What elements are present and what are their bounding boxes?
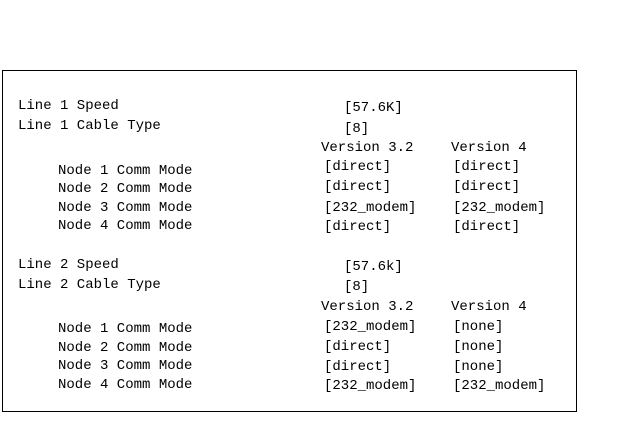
line1-node4-v32-value[interactable]: [direct]	[324, 219, 392, 235]
line2-node2-label: Node 2 Comm Mode	[58, 340, 193, 356]
line1-speed-value[interactable]: [57.6K]	[344, 100, 403, 116]
line2-node4-v4-value[interactable]: [232_modem]	[453, 378, 546, 394]
line2-node1-label: Node 1 Comm Mode	[58, 321, 193, 337]
line2-node3-v32-value[interactable]: [direct]	[324, 359, 392, 375]
line2-node3-v4-value[interactable]: [none]	[453, 359, 504, 375]
line1-node4-label: Node 4 Comm Mode	[58, 218, 193, 234]
line1-node1-label: Node 1 Comm Mode	[58, 163, 193, 179]
line1-version-b-header: Version 4	[451, 140, 527, 156]
line2-speed-label: Line 2 Speed	[18, 257, 119, 273]
line1-cable-label: Line 1 Cable Type	[18, 118, 161, 134]
line1-node3-v4-value[interactable]: [232_modem]	[453, 200, 546, 216]
line1-node2-v32-value[interactable]: [direct]	[324, 179, 392, 195]
line2-version-a-header: Version 3.2	[321, 299, 414, 315]
line2-version-b-header: Version 4	[451, 299, 527, 315]
line1-node4-v4-value[interactable]: [direct]	[453, 219, 521, 235]
line2-node3-label: Node 3 Comm Mode	[58, 358, 193, 374]
line1-node1-v4-value[interactable]: [direct]	[453, 159, 521, 175]
line2-node4-label: Node 4 Comm Mode	[58, 377, 193, 393]
line2-speed-value[interactable]: [57.6k]	[344, 259, 403, 275]
line2-node2-v4-value[interactable]: [none]	[453, 339, 504, 355]
line2-node4-v32-value[interactable]: [232_modem]	[324, 378, 417, 394]
line1-cable-value[interactable]: [8]	[344, 121, 370, 137]
line1-speed-label: Line 1 Speed	[18, 98, 119, 114]
line2-cable-value[interactable]: [8]	[344, 279, 370, 295]
line2-node1-v4-value[interactable]: [none]	[453, 319, 504, 335]
comm-config-panel: Line 1 Speed [57.6K] Line 1 Cable Type […	[2, 70, 577, 412]
line2-cable-label: Line 2 Cable Type	[18, 277, 161, 293]
line2-node2-v32-value[interactable]: [direct]	[324, 339, 392, 355]
line1-node3-v32-value[interactable]: [232_modem]	[324, 200, 417, 216]
line2-node1-v32-value[interactable]: [232_modem]	[324, 319, 417, 335]
line1-version-a-header: Version 3.2	[321, 140, 414, 156]
line1-node2-label: Node 2 Comm Mode	[58, 181, 193, 197]
line1-node3-label: Node 3 Comm Mode	[58, 200, 193, 216]
line1-node2-v4-value[interactable]: [direct]	[453, 179, 521, 195]
line1-node1-v32-value[interactable]: [direct]	[324, 159, 392, 175]
